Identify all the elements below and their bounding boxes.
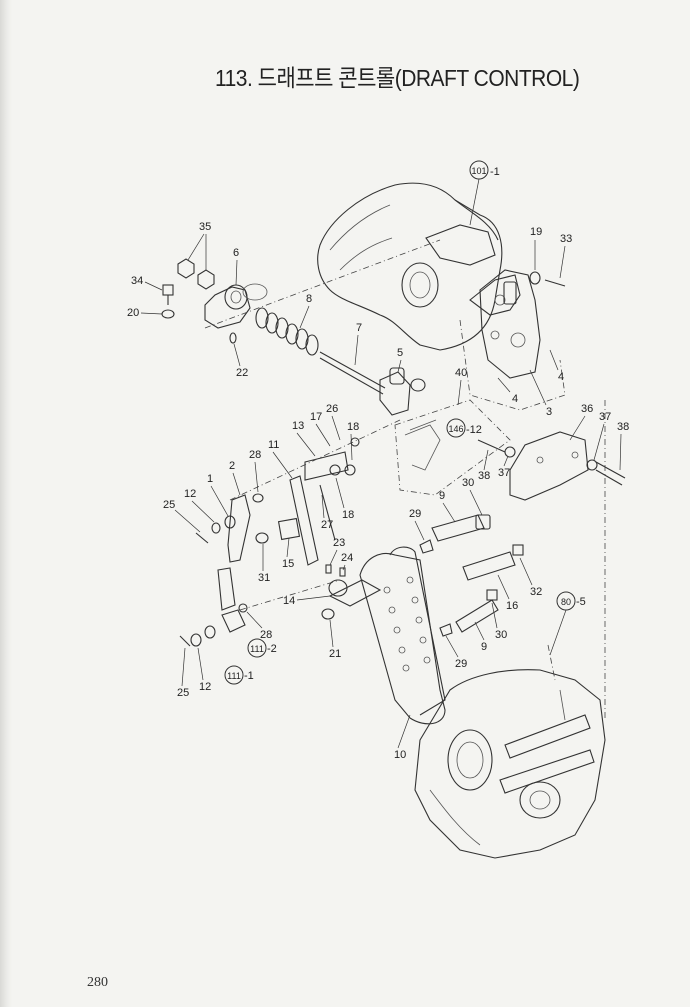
part-label: 36 <box>581 403 593 415</box>
part-label: 31 <box>258 572 270 584</box>
part-label: 7 <box>356 322 362 334</box>
lower-housing-drawing <box>414 400 606 859</box>
part-label: 1 <box>207 473 213 485</box>
part-label: 26 <box>326 403 338 415</box>
part-label: 40 <box>455 367 467 379</box>
part-label: 29 <box>455 658 467 670</box>
part-label: 18 <box>342 509 354 521</box>
part-label: 25 <box>177 687 189 699</box>
part-label: 5 <box>397 347 403 359</box>
part-label: 28 <box>260 629 272 641</box>
part-label: 11 <box>268 439 279 451</box>
svg-text:80: 80 <box>561 597 571 607</box>
part-label: 4 <box>512 393 518 405</box>
callout-111-2: 111 -2 <box>247 638 277 658</box>
svg-text:101: 101 <box>471 166 486 176</box>
part-label: 23 <box>333 537 345 549</box>
upper-housing-drawing <box>317 182 566 411</box>
callout-101-1: 101 -1 <box>469 160 500 226</box>
part-label: 29 <box>409 508 421 520</box>
part-label: 4 <box>558 371 564 383</box>
plate-36-drawing <box>394 271 626 501</box>
part-label: 8 <box>306 293 312 305</box>
part-label: 32 <box>530 586 542 598</box>
part-label: 19 <box>530 226 542 238</box>
part-label: 30 <box>495 629 507 641</box>
svg-text:-5: -5 <box>576 596 586 608</box>
page-title: 113. 드래프트 콘트롤(DRAFT CONTROL) <box>215 65 580 92</box>
svg-text:111: 111 <box>227 671 241 681</box>
callout-111-1: 111 -1 <box>224 665 254 685</box>
spring-and-rod-drawing <box>255 307 426 416</box>
page-number: 280 <box>87 975 108 990</box>
part-label: 12 <box>184 488 196 500</box>
part-label: 34 <box>131 275 143 287</box>
part-labels: 35 6 34 20 8 22 7 5 40 19 33 4 4 <box>127 221 629 761</box>
lift-arm-10-drawing <box>359 546 446 725</box>
part-label: 12 <box>199 681 211 693</box>
part-label: 6 <box>233 247 239 259</box>
part-label: 22 <box>236 367 248 379</box>
part-label: 15 <box>282 558 294 570</box>
callout-80-5: 80 -5 <box>549 591 586 656</box>
part-label: 30 <box>462 477 474 489</box>
svg-text:-1: -1 <box>490 166 500 178</box>
svg-text:146: 146 <box>448 424 463 434</box>
part-label: 21 <box>329 648 341 660</box>
part-label: 27 <box>321 519 333 531</box>
part-label: 37 <box>599 411 611 423</box>
part-label: 17 <box>310 411 322 423</box>
part-label: 14 <box>283 595 295 607</box>
svg-text:111: 111 <box>250 644 264 654</box>
svg-text:-12: -12 <box>466 424 482 436</box>
part-label: 2 <box>229 460 235 472</box>
arm-14-drawing <box>321 564 382 620</box>
part-label: 13 <box>292 420 304 432</box>
bracket-assembly-drawing <box>161 239 441 344</box>
shafts-drawing <box>419 514 524 637</box>
part-label: 3 <box>546 406 552 418</box>
left-linkage-drawing <box>179 419 401 647</box>
part-label: 10 <box>394 749 406 761</box>
callout-146-12: 146 -12 <box>446 418 482 438</box>
part-label: 28 <box>249 449 261 461</box>
part-label: 38 <box>617 421 629 433</box>
page-binding-shadow <box>0 0 12 1007</box>
part-label: 33 <box>560 233 572 245</box>
part-label: 9 <box>439 490 445 502</box>
part-label: 25 <box>163 499 175 511</box>
part-label: 18 <box>347 421 359 433</box>
svg-text:-1: -1 <box>244 670 254 682</box>
part-label: 37 <box>498 467 510 479</box>
part-label: 9 <box>481 641 487 653</box>
part-label: 38 <box>478 470 490 482</box>
part-label: 35 <box>199 221 211 233</box>
part-label: 24 <box>341 552 353 564</box>
svg-text:-2: -2 <box>267 643 277 655</box>
part-label: 16 <box>506 600 518 612</box>
part-label: 20 <box>127 307 139 319</box>
